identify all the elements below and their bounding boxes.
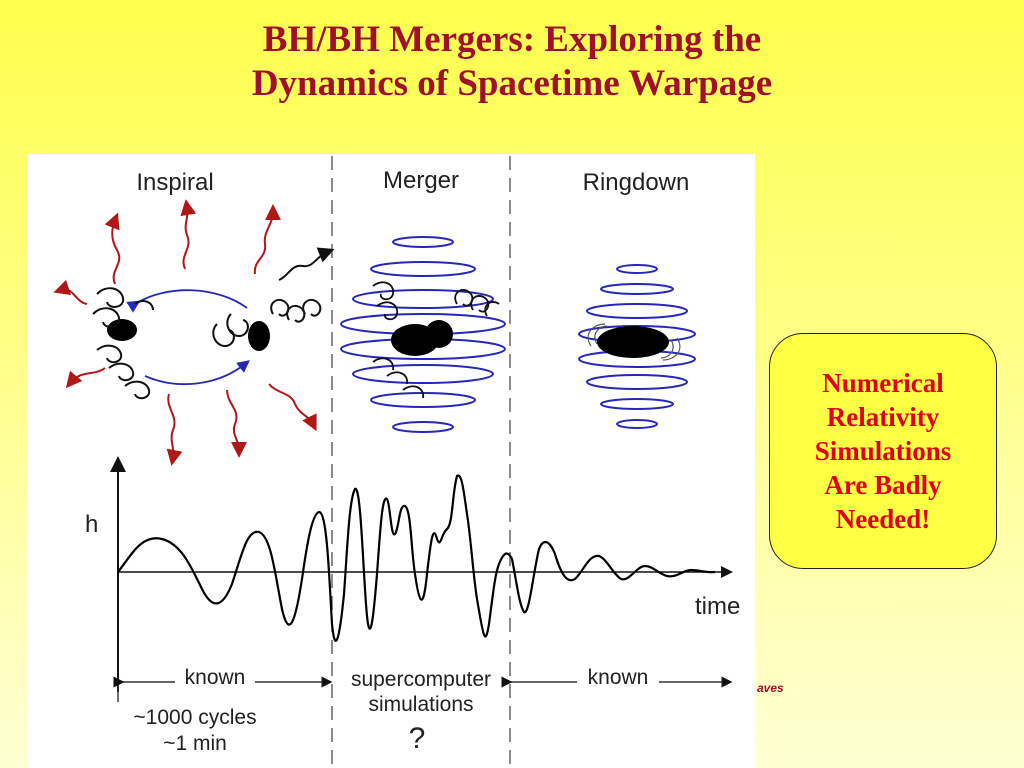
label-ringdown-known: known	[588, 666, 649, 689]
label-simulations: simulations	[368, 693, 473, 716]
callout-box: Numerical Relativity Simulations Are Bad…	[769, 333, 997, 569]
timeline-arrows	[113, 676, 733, 702]
final-black-hole	[597, 326, 669, 358]
callout-line-3: Simulations	[814, 436, 952, 466]
slide-title: BH/BH Mergers: Exploring the Dynamics of…	[0, 18, 1024, 106]
label-supercomputer: supercomputer	[351, 668, 491, 691]
callout-line-2: Relativity	[826, 402, 940, 432]
waveform-axes	[110, 456, 733, 692]
callout-line-4: Are Badly	[824, 470, 942, 500]
black-hole-right	[248, 321, 270, 351]
phase-label-merger: Merger	[383, 167, 459, 194]
credit-fragment: aves	[757, 681, 784, 695]
callout-text: Numerical Relativity Simulations Are Bad…	[815, 366, 952, 536]
label-cycles: ~1000 cycles	[133, 706, 256, 729]
label-duration: ~1 min	[163, 732, 227, 755]
inspiral-illustration	[53, 199, 335, 466]
callout-line-5: Needed!	[835, 504, 931, 534]
axis-label-h: h	[85, 511, 98, 538]
gravitational-waveform	[117, 474, 716, 642]
label-inspiral-known: known	[185, 666, 246, 689]
label-question: ?	[409, 722, 426, 755]
merger-diagram: Inspiral Merger Ringdown	[27, 154, 755, 768]
title-line-1: BH/BH Mergers: Exploring the	[262, 19, 762, 60]
callout-line-1: Numerical	[822, 368, 944, 398]
phase-label-inspiral: Inspiral	[136, 169, 213, 196]
title-line-2: Dynamics of Spacetime Warpage	[251, 63, 773, 104]
merger-illustration	[340, 236, 506, 433]
phase-label-ringdown: Ringdown	[583, 169, 690, 196]
black-hole-left	[107, 319, 137, 341]
ringdown-illustration	[578, 264, 696, 429]
axis-label-time: time	[695, 593, 740, 620]
